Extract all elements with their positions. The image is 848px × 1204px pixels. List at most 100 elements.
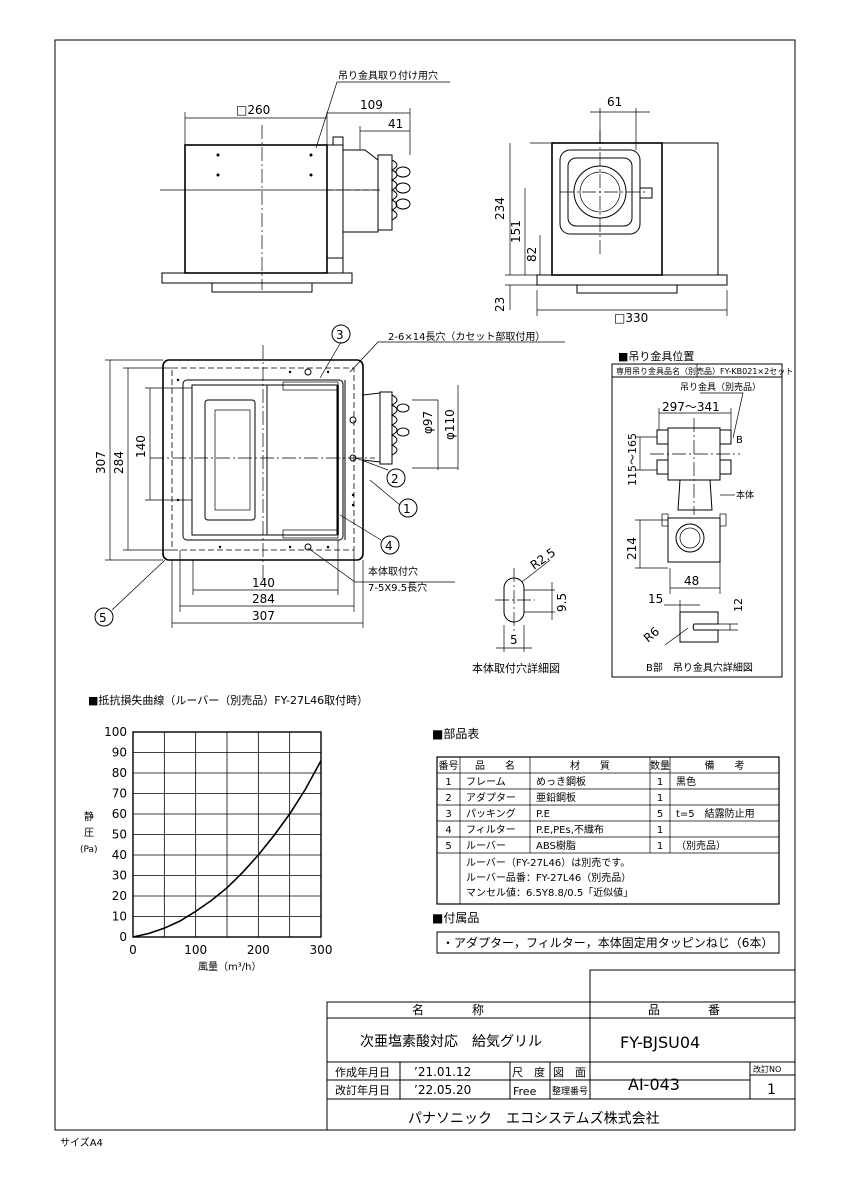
chart-ytick: 90	[112, 746, 127, 760]
parts-cell: めっき鋼板	[536, 775, 586, 788]
dim-214: 214	[625, 537, 639, 560]
serial-label: 整理番号	[552, 1085, 588, 1097]
dim-307-horizontal: 307	[252, 609, 275, 623]
rev-value: 1	[767, 1082, 776, 1098]
scale-value: Free	[513, 1085, 537, 1098]
chart-xlabel: 風量（m³/h）	[198, 961, 261, 973]
dim-12: 12	[732, 598, 745, 612]
created-label: 作成年月日	[335, 1065, 390, 1079]
parts-cell: 1	[657, 825, 663, 836]
parts-cell: 3	[445, 809, 451, 820]
chart-xtick: 0	[129, 943, 137, 957]
parts-header-cell: 品 名	[475, 759, 515, 772]
callout-3: 3	[336, 328, 344, 342]
side-view	[160, 81, 450, 293]
title-name-header: 名 称	[412, 1002, 484, 1017]
parts-header-cell: 数量	[650, 759, 670, 772]
dim-115-165: 115～165	[626, 433, 639, 486]
chart-series-line	[132, 760, 322, 938]
parts-note: ルーバー（FY-27L46）は別売です。	[466, 856, 630, 869]
parts-cell: アダプター	[466, 791, 516, 804]
chart-ytick: 40	[112, 848, 127, 862]
title-number-header: 品 番	[648, 1003, 720, 1017]
revised-date: ’22.05.20	[414, 1083, 471, 1097]
dim-82: 82	[525, 247, 539, 262]
dim-48: 48	[684, 574, 699, 588]
dim-9-5: 9.5	[555, 593, 569, 612]
parts-cell: 2	[445, 793, 451, 804]
parts-cell: P.E,PEs,不織布	[536, 823, 604, 836]
dim-234: 234	[493, 197, 507, 220]
parts-cell: P.E	[536, 809, 550, 820]
chart-ytick: 10	[112, 910, 127, 924]
parts-cell: 1	[445, 777, 451, 788]
dim-5: 5	[510, 633, 518, 647]
dim-297-341: 297～341	[662, 400, 720, 414]
parts-cell: 1	[657, 841, 663, 852]
parts-cell: 黒色	[676, 775, 696, 788]
chart-ytick: 80	[112, 766, 127, 780]
rev-label: 改訂NO	[753, 1064, 781, 1074]
b-detail-label: B部 吊り金具穴詳細図	[646, 661, 753, 674]
revised-label: 改訂年月日	[335, 1083, 390, 1097]
dim-260: □260	[236, 103, 270, 117]
dim-330: □330	[614, 311, 648, 325]
title-block	[326, 969, 796, 1131]
scale-label: 尺 度	[512, 1065, 545, 1079]
label-long-hole: 2-6×14長穴（カセット部取付用）	[388, 330, 545, 343]
hanger-diagram	[611, 363, 783, 678]
dim-109: 109	[360, 98, 383, 112]
parts-cell: 5	[657, 809, 663, 820]
chart-ytick: 50	[112, 828, 127, 842]
parts-cell: ABS樹脂	[536, 839, 576, 852]
dim-61: 61	[607, 95, 622, 109]
dim-15: 15	[648, 592, 663, 606]
callout-2: 2	[391, 472, 399, 486]
dim-r2-5: R2.5	[528, 545, 558, 572]
parts-cell: t=5 結露防止用	[676, 807, 755, 820]
callout-5: 5	[99, 611, 107, 625]
dim-phi97: φ97	[421, 411, 435, 434]
chart-ylabel-3: (Pa)	[80, 845, 98, 855]
parts-cell: 5	[445, 841, 451, 852]
paper-size: サイズA4	[60, 1136, 103, 1149]
drawing-number: AI-043	[628, 1075, 680, 1094]
chart-ytick: 100	[104, 725, 127, 739]
parts-header-cell: 備 考	[705, 759, 745, 772]
label-body-mount-hole: 本体取付穴	[368, 565, 418, 578]
hanger-position-title: ■吊り金具位置	[618, 349, 694, 363]
mount-hole-detail	[495, 559, 555, 652]
dim-284-vertical: 284	[112, 451, 126, 474]
parts-cell: ルーバー	[466, 840, 506, 852]
chart-ytick: 20	[112, 889, 127, 903]
parts-note: マンセル値：6.5Y8.8/0.5「近似値」	[466, 886, 633, 899]
dim-151: 151	[509, 220, 523, 243]
parts-title: ■部品表	[432, 726, 479, 741]
chart-xtick: 200	[247, 943, 270, 957]
part-b-label: B	[736, 435, 743, 446]
dim-140-horizontal: 140	[252, 576, 275, 590]
chart-ytick: 30	[112, 869, 127, 883]
parts-cell: 亜鉛鋼板	[536, 791, 576, 804]
label-mount-detail: 本体取付穴詳細図	[472, 661, 560, 675]
dim-r6: R6	[641, 624, 662, 645]
label-hanger-hole: 吊り金具取り付け用穴	[338, 69, 438, 82]
body-label: 本体	[736, 489, 754, 501]
parts-cell: パッキング	[466, 807, 516, 820]
chart-title: ■抵抗損失曲線（ルーバー（別売品）FY-27L46取付時）	[88, 693, 368, 707]
hanger-product-label: 専用吊り金具品名（別売品）FY-KB021×2セット	[616, 366, 793, 376]
parts-cell: フィルター	[466, 824, 516, 836]
rear-view	[505, 108, 728, 316]
parts-cell: 1	[657, 793, 663, 804]
callout-4: 4	[385, 539, 393, 553]
parts-cell: 4	[445, 825, 451, 836]
plan-view	[94, 324, 565, 628]
chart-ytick: 70	[112, 787, 127, 801]
parts-cell: 1	[657, 777, 663, 788]
parts-header-cell: 番号	[439, 760, 459, 772]
accessories-box	[436, 931, 780, 954]
chart-ytick: 0	[119, 930, 127, 944]
parts-frame	[436, 756, 780, 905]
